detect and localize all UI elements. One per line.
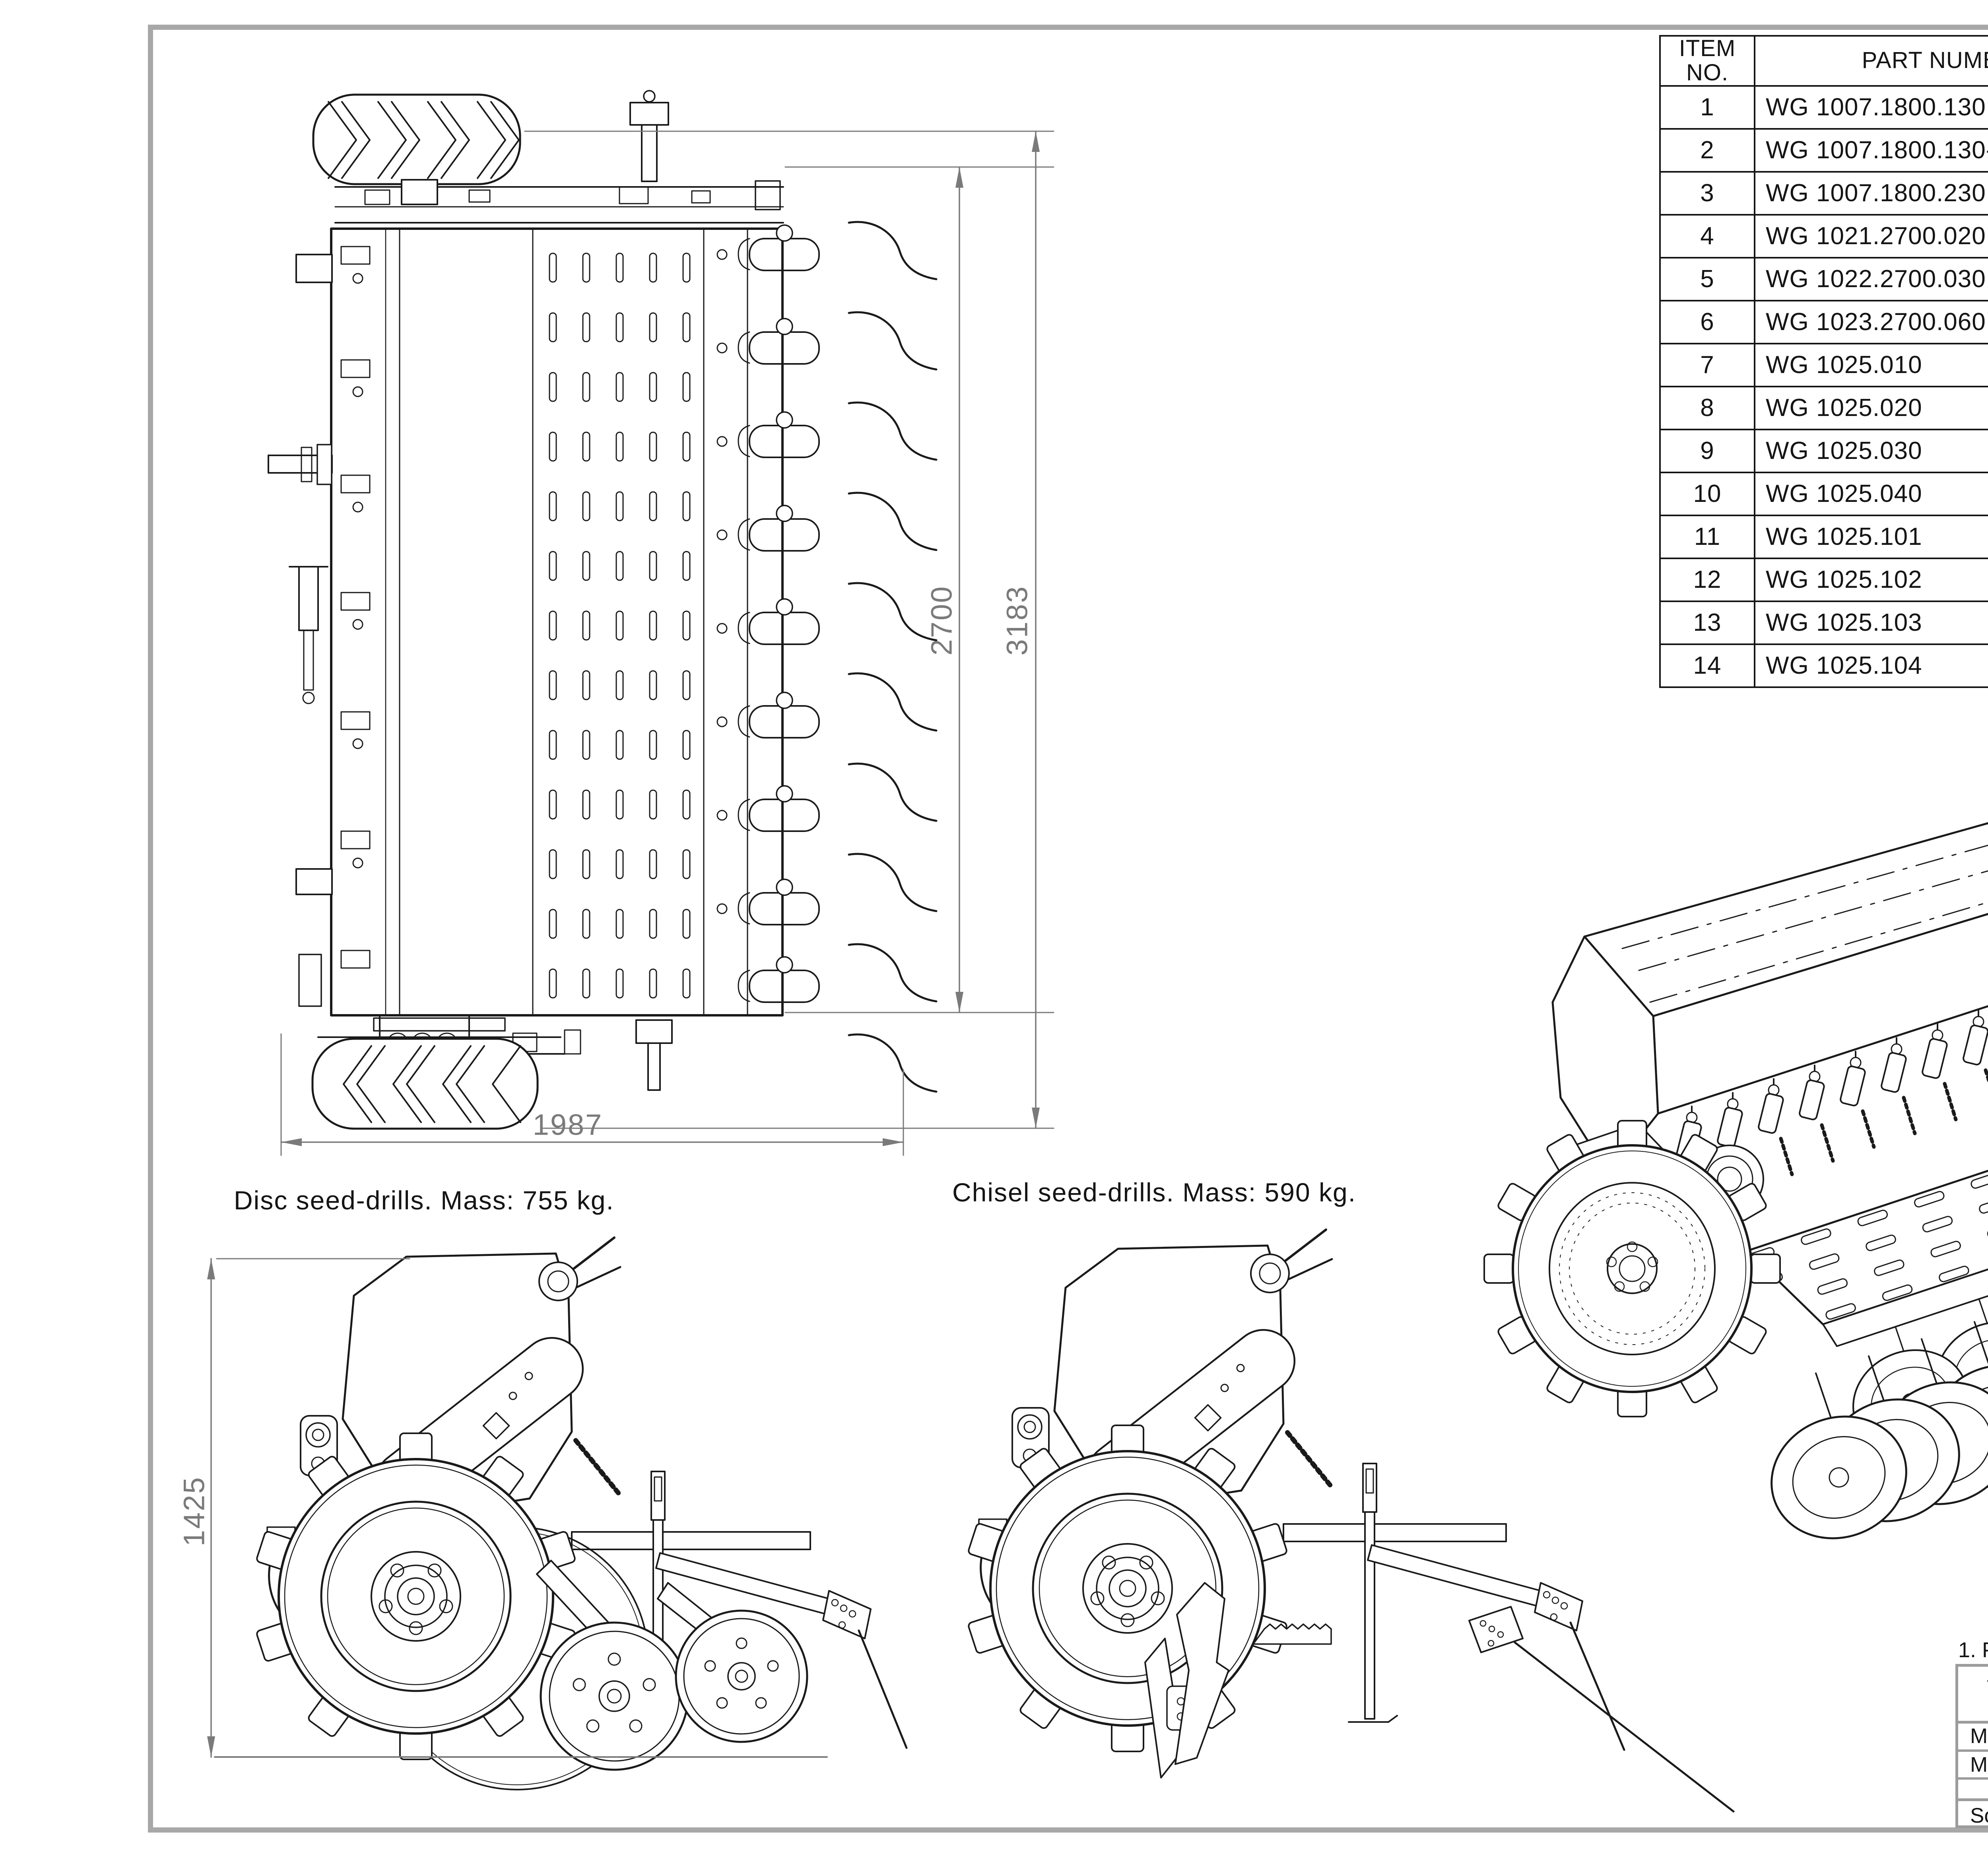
- col-header-item-no: ITEM NO.: [1659, 35, 1755, 87]
- mass-field: Mass: 753799.00, g.: [1970, 1724, 1988, 1748]
- item-no-cell: 13: [1659, 600, 1755, 645]
- item-no-cell: 12: [1659, 557, 1755, 602]
- part-number-cell: WG 1025.101: [1754, 514, 1988, 559]
- general-note: 1. Possible dimensional deviations accor…: [1958, 1638, 1988, 1662]
- item-no-cell: 8: [1659, 385, 1755, 430]
- sheet-border-frame: [148, 25, 1988, 1833]
- dimension-label-1425: 1425: [177, 1476, 211, 1547]
- table-row: 4WG 1021.2700.020Disc frame1: [1659, 214, 1988, 258]
- part-number-cell: WG 1021.2700.020: [1754, 214, 1988, 258]
- dimension-label-3183: 3183: [1000, 585, 1034, 656]
- table-row: 6WG 1023.2700.060Board1: [1659, 299, 1988, 344]
- table-row: 8WG 1025.020Left variator1: [1659, 385, 1988, 430]
- part-number-cell: WG 1022.2700.030: [1754, 257, 1988, 301]
- disc-view-drawing: [256, 1236, 908, 1790]
- press-wheel-front: [540, 1621, 689, 1771]
- item-no-cell: 10: [1659, 471, 1755, 516]
- col-header-part-number: PART NUMBER: [1754, 35, 1988, 87]
- item-no-cell: 11: [1659, 514, 1755, 559]
- title-block-divider: [1958, 1798, 1988, 1801]
- table-row: 7WG 1025.010Right variator1: [1659, 342, 1988, 387]
- dimension-label-2700: 2700: [925, 585, 958, 656]
- title-block-divider: [1958, 1721, 1988, 1724]
- part-number-cell: WG 1025.103: [1754, 600, 1988, 645]
- table-row: 9WG 1025.030Left protector1: [1659, 428, 1988, 473]
- part-number-cell: WG 1025.030: [1754, 428, 1988, 473]
- item-no-cell: 3: [1659, 171, 1755, 216]
- scale-field: Scale: 1:20: [1970, 1804, 1988, 1827]
- item-no-cell: 6: [1659, 299, 1755, 344]
- item-no-cell: 5: [1659, 257, 1755, 301]
- parts-table-header-row: ITEM NO. PART NUMBER DESCRIPTION Disc/QT…: [1659, 35, 1988, 87]
- plan-view-drawing: [268, 90, 936, 1130]
- item-no-cell: 14: [1659, 643, 1755, 688]
- part-number-cell: WG 1025.020: [1754, 385, 1988, 430]
- part-number-cell: WG 1023.2700.060: [1754, 299, 1988, 344]
- item-no-cell: 1: [1659, 85, 1755, 130]
- part-number-cell: WG 1025.040: [1754, 471, 1988, 516]
- part-number-cell: WG 1007.1800.230: [1754, 171, 1988, 216]
- plan-view-dimensions: [280, 130, 1054, 1156]
- parts-table: ITEM NO. PART NUMBER DESCRIPTION Disc/QT…: [1659, 35, 1988, 688]
- table-row: 5WG 1022.2700.030Cover1: [1659, 257, 1988, 301]
- chisel-view-caption: Chisel seed-drills. Mass: 590 kg.: [952, 1178, 1357, 1207]
- item-no-cell: 7: [1659, 342, 1755, 387]
- disc-view-caption: Disc seed-drills. Mass: 755 kg.: [234, 1186, 614, 1215]
- title-block-divider: [1958, 1777, 1988, 1780]
- table-row: 1WG 1007.1800.130Sowing mechanism9: [1659, 85, 1988, 130]
- dimension-label-1987: 1987: [532, 1108, 603, 1141]
- chisel-view-drawing: [968, 1228, 1625, 1778]
- press-wheel-rear: [675, 1609, 808, 1743]
- title-block-divider: [1958, 1749, 1988, 1752]
- item-no-cell: 4: [1659, 214, 1755, 258]
- table-row: 3WG 1007.1800.230Trail ripper2: [1659, 171, 1988, 216]
- part-number-cell: WG 1025.010: [1754, 342, 1988, 387]
- part-number-cell: WG 1007.1800.130-01: [1754, 128, 1988, 173]
- part-number-cell: WG 1025.104: [1754, 643, 1988, 688]
- company-name: Work Gadget: [1984, 1670, 1988, 1718]
- material-field: Material:: [1970, 1753, 1988, 1776]
- title-block: Work Gadget WG 1021.2700.000 Mass: 75379…: [1955, 1664, 1988, 1828]
- item-no-cell: 9: [1659, 428, 1755, 473]
- iso-lug-wheel: [1483, 1120, 1781, 1417]
- part-number-cell: WG 1007.1800.130: [1754, 85, 1988, 130]
- item-no-cell: 2: [1659, 128, 1755, 173]
- table-row: 2WG 1007.1800.130-01Sowing mechanism9: [1659, 128, 1988, 173]
- isometric-view-drawing: [1468, 822, 1988, 1813]
- part-number-cell: WG 1025.102: [1754, 557, 1988, 602]
- disc-view-dimensions: [207, 1258, 828, 1758]
